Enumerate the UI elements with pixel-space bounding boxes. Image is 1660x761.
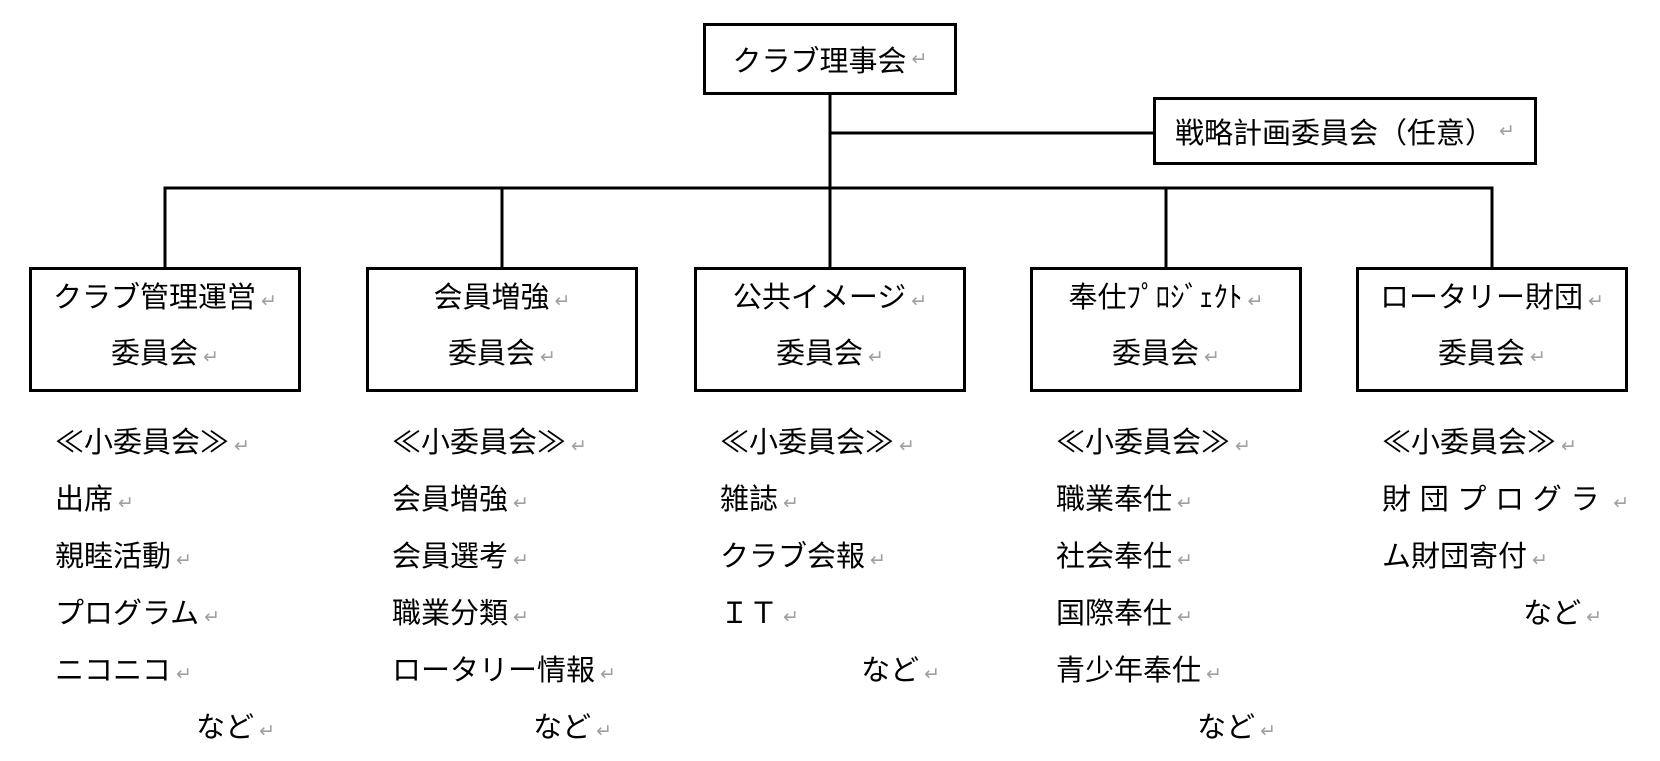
return-mark-icon: ↵ — [868, 345, 884, 368]
etc-label: など↵ — [1523, 598, 1602, 630]
return-mark-icon: ↵ — [540, 345, 556, 368]
committee-box: 会員増強↵ 委員会↵ — [366, 267, 638, 392]
return-mark-icon: ↵ — [513, 492, 529, 514]
subcommittee-item: 職業分類↵ — [392, 598, 529, 630]
committee-title-line2: 委員会↵ — [111, 337, 219, 370]
return-mark-icon: ↵ — [783, 492, 799, 514]
return-mark-icon: ↵ — [1613, 492, 1630, 514]
return-mark-icon: ↵ — [554, 289, 571, 312]
committee-column: 会員増強↵ 委員会↵ ≪小委員会≫↵ 会員増強↵ 会員選考↵ 職業分類↵ ロータリー情報… — [366, 267, 638, 757]
subcommittee-list: ≪小委員会≫↵ 出席↵ 親睦活動↵ プログラム↵ ニコニコ↵など↵ — [29, 415, 301, 757]
return-mark-icon: ↵ — [1532, 549, 1548, 571]
committee-title-line2: 委員会↵ — [1112, 337, 1220, 370]
return-mark-icon: ↵ — [571, 435, 587, 457]
subcommittee-item: 財団プログラ↵ — [1382, 484, 1630, 516]
return-mark-icon: ↵ — [911, 289, 928, 312]
etc-label: など↵ — [1197, 712, 1276, 744]
subcommittee-item: 親睦活動↵ — [55, 541, 192, 573]
subcommittee-list: ≪小委員会≫↵ 財団プログラ↵ ム財団寄付↵ など↵ — [1356, 415, 1630, 643]
committee-column: 奉仕ﾌﾟﾛｼﾞｪｸﾄ↵ 委員会↵ ≪小委員会≫↵ 職業奉仕↵ 社会奉仕↵ 国際奉仕↵ 青… — [1030, 267, 1302, 757]
committee-box: 公共イメージ↵ 委員会↵ — [694, 267, 966, 392]
subcommittee-heading: ≪小委員会≫↵ — [392, 427, 587, 459]
subcommittee-item: 職業奉仕↵ — [1056, 484, 1193, 516]
return-mark-icon: ↵ — [1561, 435, 1577, 457]
return-mark-icon: ↵ — [261, 289, 277, 312]
subcommittee-item: ニコニコ↵ — [55, 655, 192, 687]
committee-title-line1: ロータリー財団↵ — [1380, 281, 1604, 314]
subcommittee-item: クラブ会報↵ — [720, 541, 886, 573]
etc-label: など↵ — [861, 655, 940, 687]
return-mark-icon: ↵ — [234, 435, 250, 457]
return-mark-icon: ↵ — [204, 606, 221, 628]
return-mark-icon: ↵ — [783, 606, 799, 628]
subcommittee-item: 雑誌↵ — [720, 484, 799, 516]
committee-column: クラブ管理運営↵ 委員会↵ ≪小委員会≫↵ 出席↵ 親睦活動↵ プログラム↵ ニコニコ↵… — [29, 267, 301, 757]
committee-box: 奉仕ﾌﾟﾛｼﾞｪｸﾄ↵ 委員会↵ — [1030, 267, 1302, 392]
subcommittee-list: ≪小委員会≫↵ 職業奉仕↵ 社会奉仕↵ 国際奉仕↵ 青少年奉仕↵ など↵ — [1030, 415, 1302, 757]
return-mark-icon: ↵ — [600, 663, 616, 685]
club-board-label: クラブ理事会 — [732, 46, 907, 78]
return-mark-icon: ↵ — [118, 492, 134, 514]
club-board-box: クラブ理事会 ↵ — [703, 23, 957, 95]
return-mark-icon: ↵ — [1247, 289, 1264, 312]
return-mark-icon: ↵ — [176, 549, 192, 571]
committee-title-line2: 委員会↵ — [448, 337, 556, 370]
subcommittee-item: 会員選考↵ — [392, 541, 529, 573]
committee-title-line1: 会員増強↵ — [433, 281, 571, 314]
committee-box: クラブ管理運営↵ 委員会↵ — [29, 267, 301, 392]
subcommittee-list: ≪小委員会≫↵ 雑誌↵ クラブ会報↵ ＩＴ↵ など↵ — [694, 415, 966, 700]
subcommittee-item: ム財団寄付↵ — [1382, 541, 1548, 573]
subcommittee-item: 社会奉仕↵ — [1056, 541, 1193, 573]
committee-title-line1: クラブ管理運営↵ — [53, 281, 277, 314]
return-mark-icon: ↵ — [1177, 492, 1193, 514]
return-mark-icon: ↵ — [1204, 345, 1220, 368]
return-mark-icon: ↵ — [1499, 120, 1515, 142]
committee-title-line2: 委員会↵ — [776, 337, 884, 370]
return-mark-icon: ↵ — [911, 48, 928, 70]
return-mark-icon: ↵ — [176, 663, 192, 685]
subcommittee-item: 国際奉仕↵ — [1056, 598, 1193, 630]
return-mark-icon: ↵ — [259, 720, 275, 742]
return-mark-icon: ↵ — [924, 663, 940, 685]
committee-title-line2: 委員会↵ — [1438, 337, 1546, 370]
subcommittee-item: 青少年奉仕↵ — [1056, 655, 1222, 687]
return-mark-icon: ↵ — [1206, 663, 1222, 685]
committee-column: 公共イメージ↵ 委員会↵ ≪小委員会≫↵ 雑誌↵ クラブ会報↵ ＩＴ↵ など↵ — [694, 267, 966, 700]
committee-box: ロータリー財団↵ 委員会↵ — [1356, 267, 1628, 392]
etc-label: など↵ — [196, 712, 275, 744]
strategic-committee-label: 戦略計画委員会（任意） — [1175, 118, 1495, 150]
etc-label: など↵ — [533, 712, 612, 744]
return-mark-icon: ↵ — [1177, 606, 1193, 628]
subcommittee-item: ＩＴ↵ — [720, 598, 799, 630]
return-mark-icon: ↵ — [1588, 289, 1604, 312]
return-mark-icon: ↵ — [513, 549, 529, 571]
return-mark-icon: ↵ — [513, 606, 529, 628]
subcommittee-item: 出席↵ — [55, 484, 134, 516]
subcommittee-heading: ≪小委員会≫↵ — [55, 427, 250, 459]
committee-title-line1: 奉仕ﾌﾟﾛｼﾞｪｸﾄ↵ — [1068, 281, 1264, 314]
committee-column: ロータリー財団↵ 委員会↵ ≪小委員会≫↵ 財団プログラ↵ ム財団寄付↵ など↵ — [1356, 267, 1630, 643]
return-mark-icon: ↵ — [870, 549, 886, 571]
return-mark-icon: ↵ — [1586, 606, 1602, 628]
subcommittee-heading: ≪小委員会≫↵ — [1056, 427, 1251, 459]
return-mark-icon: ↵ — [203, 345, 219, 368]
subcommittee-item: 会員増強↵ — [392, 484, 529, 516]
subcommittee-item: プログラム↵ — [55, 598, 221, 630]
return-mark-icon: ↵ — [1260, 720, 1276, 742]
return-mark-icon: ↵ — [596, 720, 612, 742]
subcommittee-item: ロータリー情報↵ — [392, 655, 616, 687]
return-mark-icon: ↵ — [899, 435, 915, 457]
return-mark-icon: ↵ — [1177, 549, 1193, 571]
subcommittee-heading: ≪小委員会≫↵ — [1382, 427, 1577, 459]
strategic-committee-box: 戦略計画委員会（任意） ↵ — [1153, 97, 1537, 165]
committee-title-line1: 公共イメージ↵ — [732, 281, 928, 314]
subcommittee-heading: ≪小委員会≫↵ — [720, 427, 915, 459]
subcommittee-list: ≪小委員会≫↵ 会員増強↵ 会員選考↵ 職業分類↵ ロータリー情報↵ など↵ — [366, 415, 638, 757]
return-mark-icon: ↵ — [1235, 435, 1251, 457]
return-mark-icon: ↵ — [1530, 345, 1546, 368]
